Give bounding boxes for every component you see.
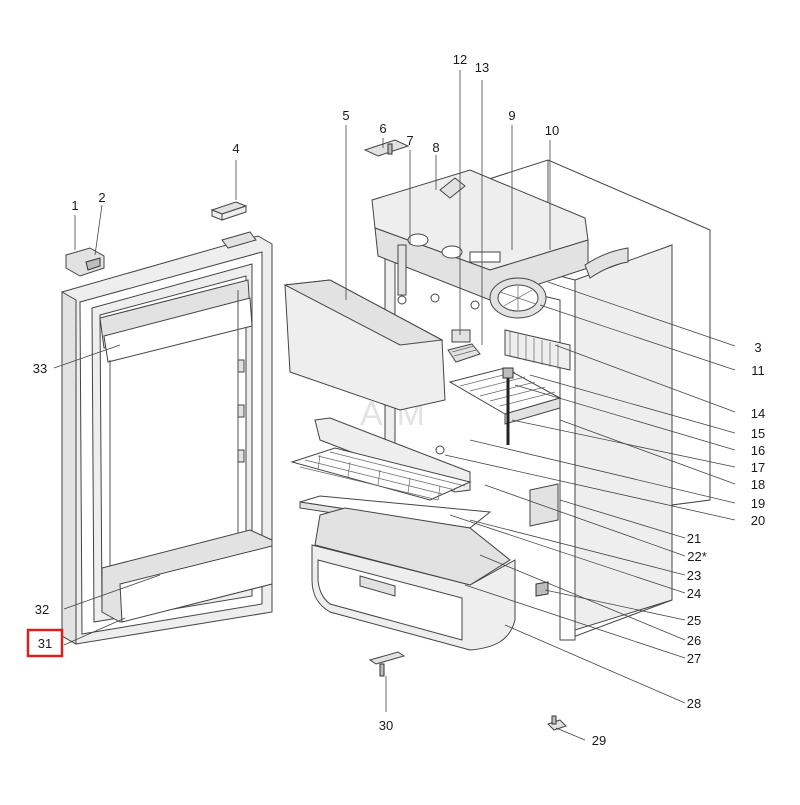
callout-20: 20 [751, 513, 765, 528]
door-bump [237, 359, 245, 373]
callout-11: 11 [751, 363, 765, 378]
callout-5: 5 [342, 108, 349, 123]
mount-hole [430, 293, 440, 303]
callout-12: 12 [453, 52, 467, 67]
callout-4: 4 [232, 141, 239, 156]
bottom-hinge-plate [368, 651, 406, 665]
callout-29: 29 [592, 733, 606, 748]
mount-hole [470, 300, 480, 310]
callout-8: 8 [432, 140, 439, 155]
drip-tray-lines [451, 345, 477, 357]
drain-plug [451, 329, 471, 343]
latch-body [65, 247, 105, 277]
upper-shelf-lip [504, 397, 561, 425]
callout-15: 15 [751, 426, 765, 441]
door-latch [65, 247, 105, 277]
evaporator-block [504, 329, 571, 371]
crisper-lid [314, 507, 511, 586]
callout-7: 7 [406, 133, 413, 148]
callout-17: 17 [751, 460, 765, 475]
hinge-block-front [221, 205, 247, 221]
callout-14: 14 [751, 406, 765, 421]
callout-18: 18 [751, 477, 765, 492]
power-cable [584, 247, 629, 279]
mount-hole [435, 445, 445, 455]
bottom-hinge-pin [379, 663, 385, 677]
callout-24: 24 [687, 586, 701, 601]
callout-23: 23 [687, 568, 701, 583]
control-display [469, 251, 501, 263]
evaporator-fins [504, 329, 571, 371]
callout-31: 31 [38, 636, 52, 651]
door-top-hinge [221, 231, 257, 249]
callout-16: 16 [751, 443, 765, 458]
crisper-handle [359, 575, 396, 597]
callout-2: 2 [98, 190, 105, 205]
door-bump [237, 404, 245, 418]
middle-shelf-wires-cross [317, 454, 441, 501]
door-assembly [61, 231, 273, 645]
crisper-drawer [311, 544, 516, 651]
rating-plate [529, 483, 559, 527]
callout-19: 19 [751, 496, 765, 511]
thermostat-sensor [397, 244, 407, 296]
callout-30: 30 [379, 718, 393, 733]
rod-clip [502, 367, 514, 379]
callout-32: 32 [35, 602, 49, 617]
callout-13: 13 [475, 60, 489, 75]
evaporator-cover-top [283, 279, 444, 346]
crisper-drawer-front [317, 559, 463, 641]
hinge-block [210, 201, 248, 221]
leader-lines [53, 70, 736, 741]
callout-6: 6 [379, 121, 386, 136]
top-latch [439, 177, 466, 199]
latch-knob [85, 257, 101, 271]
callout-3: 3 [754, 340, 761, 355]
thermostat-tip [397, 295, 407, 305]
top-hinge-pin [387, 143, 393, 155]
middle-shelf [290, 447, 472, 501]
callout-21: 21 [687, 531, 701, 546]
door-bottom-bin-front [119, 545, 273, 623]
control-knob [407, 233, 429, 247]
screw-fitting-pin [551, 715, 557, 725]
callout-10: 10 [545, 123, 559, 138]
screw-fitting [547, 715, 567, 731]
door-edge [61, 291, 77, 645]
control-knob [441, 245, 463, 259]
callout-28: 28 [687, 696, 701, 711]
top-hinge-plate [363, 139, 410, 157]
callout-9: 9 [508, 108, 515, 123]
callout-27: 27 [687, 651, 701, 666]
fan-spokes [499, 286, 537, 310]
callout-labels: 1 2 3 4 5 6 7 8 9 10 11 12 13 14 15 16 1… [26, 52, 765, 748]
callout-1: 1 [71, 198, 78, 213]
bottom-hinge [368, 651, 406, 677]
evaporator-fin-lines [509, 332, 559, 369]
callout-22: 22* [687, 549, 707, 564]
evaporator-cover [283, 279, 446, 411]
middle-shelf-wires-long [299, 451, 466, 501]
door-top-shelf-front [103, 297, 253, 363]
callout-25: 25 [687, 613, 701, 628]
cooling-fan [489, 277, 547, 319]
leveling-pin [535, 581, 549, 597]
callout-31-highlight-box [26, 628, 64, 658]
top-hinge-bracket [363, 139, 410, 157]
callout-33: 33 [33, 361, 47, 376]
door-bump [237, 449, 245, 463]
callout-26: 26 [687, 633, 701, 648]
